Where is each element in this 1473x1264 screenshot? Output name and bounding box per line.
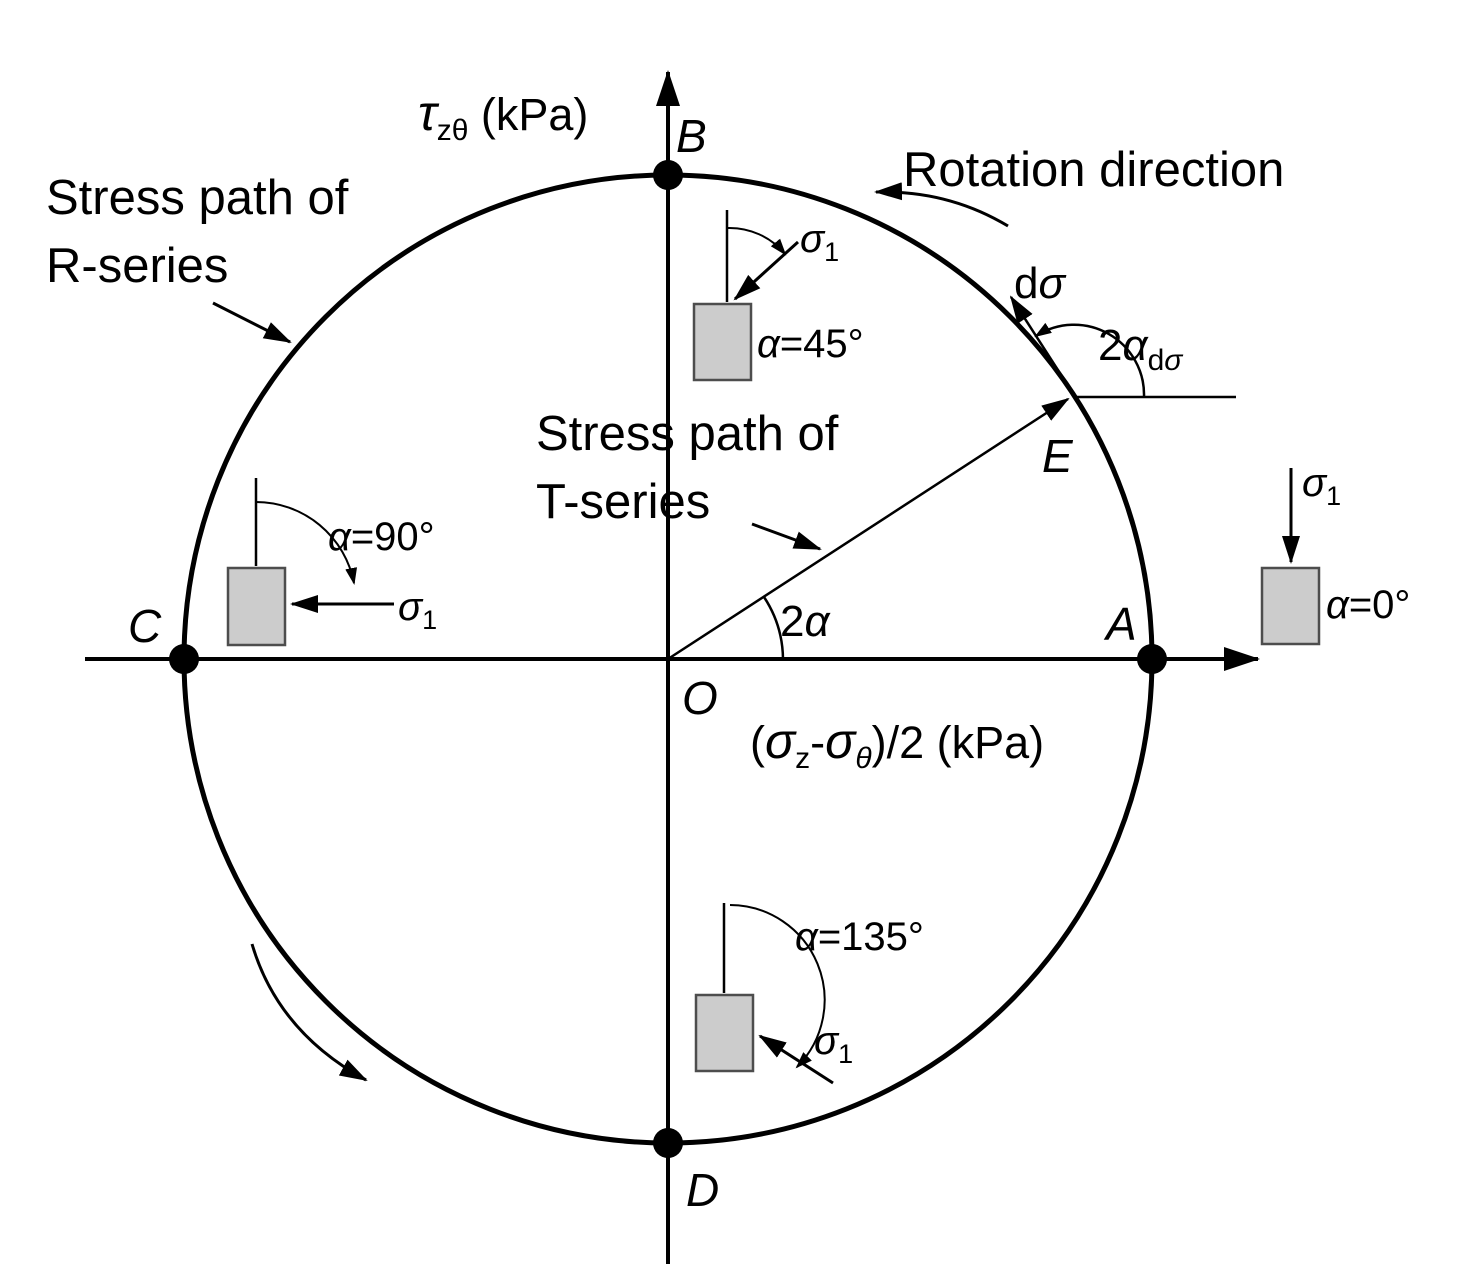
point-c-dot [169, 644, 199, 674]
alpha-label: α=90° [328, 515, 435, 559]
x-axis-label: (σz-σθ)/2 (kPa) [750, 713, 1044, 775]
specimen-box [692, 302, 753, 382]
point-label-b: B [676, 110, 707, 162]
angle-arc [726, 226, 787, 256]
rotation-direction-label: Rotation direction [903, 143, 1284, 197]
r-series-callout-arrow [212, 301, 292, 344]
r-series-label-line2: R-series [46, 239, 228, 293]
sigma1-label: σ1 [814, 1019, 853, 1069]
point-label-a: A [1103, 598, 1137, 650]
t-series-label-line2: T-series [536, 475, 710, 529]
two-alpha-label: 2α [780, 597, 831, 646]
angle-arc-2alpha [762, 596, 785, 660]
d-sigma-label: dσ [1014, 259, 1066, 308]
t-series-label-line1: Stress path of [536, 407, 839, 461]
specimen-box [694, 993, 755, 1073]
alpha-label: α=135° [795, 915, 924, 959]
origin-label: O [682, 672, 718, 724]
specimen-alpha-45: σ1 α=45° [692, 210, 864, 382]
angle-arc [255, 501, 358, 585]
r-series-label-line1: Stress path of [46, 171, 349, 225]
sigma1-label: σ1 [1302, 461, 1341, 511]
lower-rotation-arrow [250, 943, 368, 1082]
sigma1-label: σ1 [398, 585, 437, 635]
specimen-alpha-90: σ1 α=90° [226, 478, 437, 647]
point-label-d: D [686, 1164, 719, 1216]
specimen-alpha-0: σ1 α=0° [1260, 461, 1410, 646]
sigma1-label: σ1 [800, 217, 839, 267]
specimen-alpha-135: σ1 α=135° [694, 903, 924, 1085]
point-label-e: E [1042, 430, 1074, 482]
point-a-dot [1137, 644, 1167, 674]
sigma1-arrow [733, 240, 800, 301]
angle-arc-2alpha-dsigma [1034, 322, 1146, 398]
angle-arc [729, 904, 826, 1069]
two-alpha-dsigma-label: 2αdσ [1098, 321, 1184, 377]
alpha-label: α=0° [1326, 583, 1410, 627]
point-label-c: C [128, 600, 162, 652]
y-axis-label: τzθ (kPa) [418, 85, 588, 147]
t-series-callout-arrow [751, 522, 822, 551]
point-b-dot [653, 160, 683, 190]
specimen-box [226, 566, 287, 647]
tangent-dsigma-arrow [1009, 295, 1076, 396]
radius-oe-arrow [667, 397, 1070, 661]
alpha-label: α=45° [757, 322, 864, 366]
specimen-box [1260, 566, 1321, 646]
rotation-direction-arrow [874, 182, 1009, 228]
point-d-dot [653, 1128, 683, 1158]
